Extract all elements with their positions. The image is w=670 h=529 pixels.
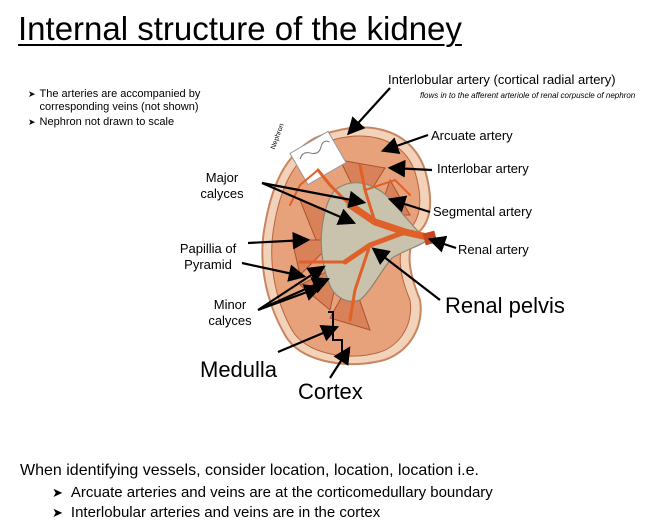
label-papilla: Papillia of Pyramid xyxy=(179,241,237,272)
medulla-cortex-bracket xyxy=(328,311,350,353)
label-medulla: Medulla xyxy=(200,357,278,382)
renal-arteries xyxy=(289,163,436,322)
label-arcuate-artery: Arcuate artery xyxy=(431,128,513,143)
bottom-bullet-arcuate-text: Arcuate arteries and veins are at the co… xyxy=(70,484,493,501)
pointer-major-calyces-1 xyxy=(261,181,357,225)
label-segmental-artery: Segmental artery xyxy=(433,204,532,219)
bullet-arrow-icon: ➤ xyxy=(52,485,63,500)
nephron-inset xyxy=(289,130,347,186)
pointer-interlobar xyxy=(387,159,433,178)
label-renal-artery: Renal artery xyxy=(458,242,529,257)
note-veins: ➤The arteries are accompanied by corresp… xyxy=(28,88,230,114)
pointer-medulla xyxy=(277,325,340,354)
bullet-arrow-icon: ➤ xyxy=(52,505,63,520)
note-nephron-text: Nephron not drawn to scale xyxy=(39,116,175,128)
note-veins-text: The arteries are accompanied by correspo… xyxy=(39,88,201,113)
label-renal-pelvis: Renal pelvis xyxy=(445,293,565,318)
pointer-major-calyces-2 xyxy=(261,181,367,209)
label-major-calyces: Major calyces xyxy=(200,170,244,201)
bottom-heading: When identifying vessels, consider locat… xyxy=(20,462,479,479)
pointer-renal-artery xyxy=(427,235,457,253)
pointer-arcuate xyxy=(380,133,429,154)
label-cortex: Cortex xyxy=(298,379,363,404)
page-title: Internal structure of the kidney xyxy=(18,10,462,47)
bottom-bullet-interlobular: ➤ Interlobular arteries and veins are in … xyxy=(52,504,380,521)
bottom-bullet-arcuate: ➤ Arcuate arteries and veins are at the c… xyxy=(52,484,493,501)
pointer-interlobular xyxy=(347,87,391,136)
bullet-arrow-icon: ➤ xyxy=(28,89,36,99)
label-minor-calyces: Minor calyces xyxy=(208,297,252,328)
label-interlobular-sub: flows in to the afferent arteriole of re… xyxy=(420,91,636,100)
bullet-arrow-icon: ➤ xyxy=(28,117,36,127)
label-interlobar-artery: Interlobar artery xyxy=(437,161,529,176)
pointer-papilla-2 xyxy=(241,261,307,282)
pointer-minor-calyces-1 xyxy=(257,265,326,311)
bottom-bullet-interlobular-text: Interlobular arteries and veins are in t… xyxy=(70,504,381,521)
pointer-papilla-1 xyxy=(247,231,311,250)
pointer-renal-pelvis xyxy=(371,247,441,301)
label-interlobular-artery: Interlobular artery (cortical radial art… xyxy=(388,72,616,87)
pointer-cortex xyxy=(329,346,351,379)
pointer-minor-calyces-3 xyxy=(257,284,323,312)
pointer-segmental xyxy=(387,195,431,214)
note-nephron-scale: ➤Nephron not drawn to scale xyxy=(28,116,174,129)
